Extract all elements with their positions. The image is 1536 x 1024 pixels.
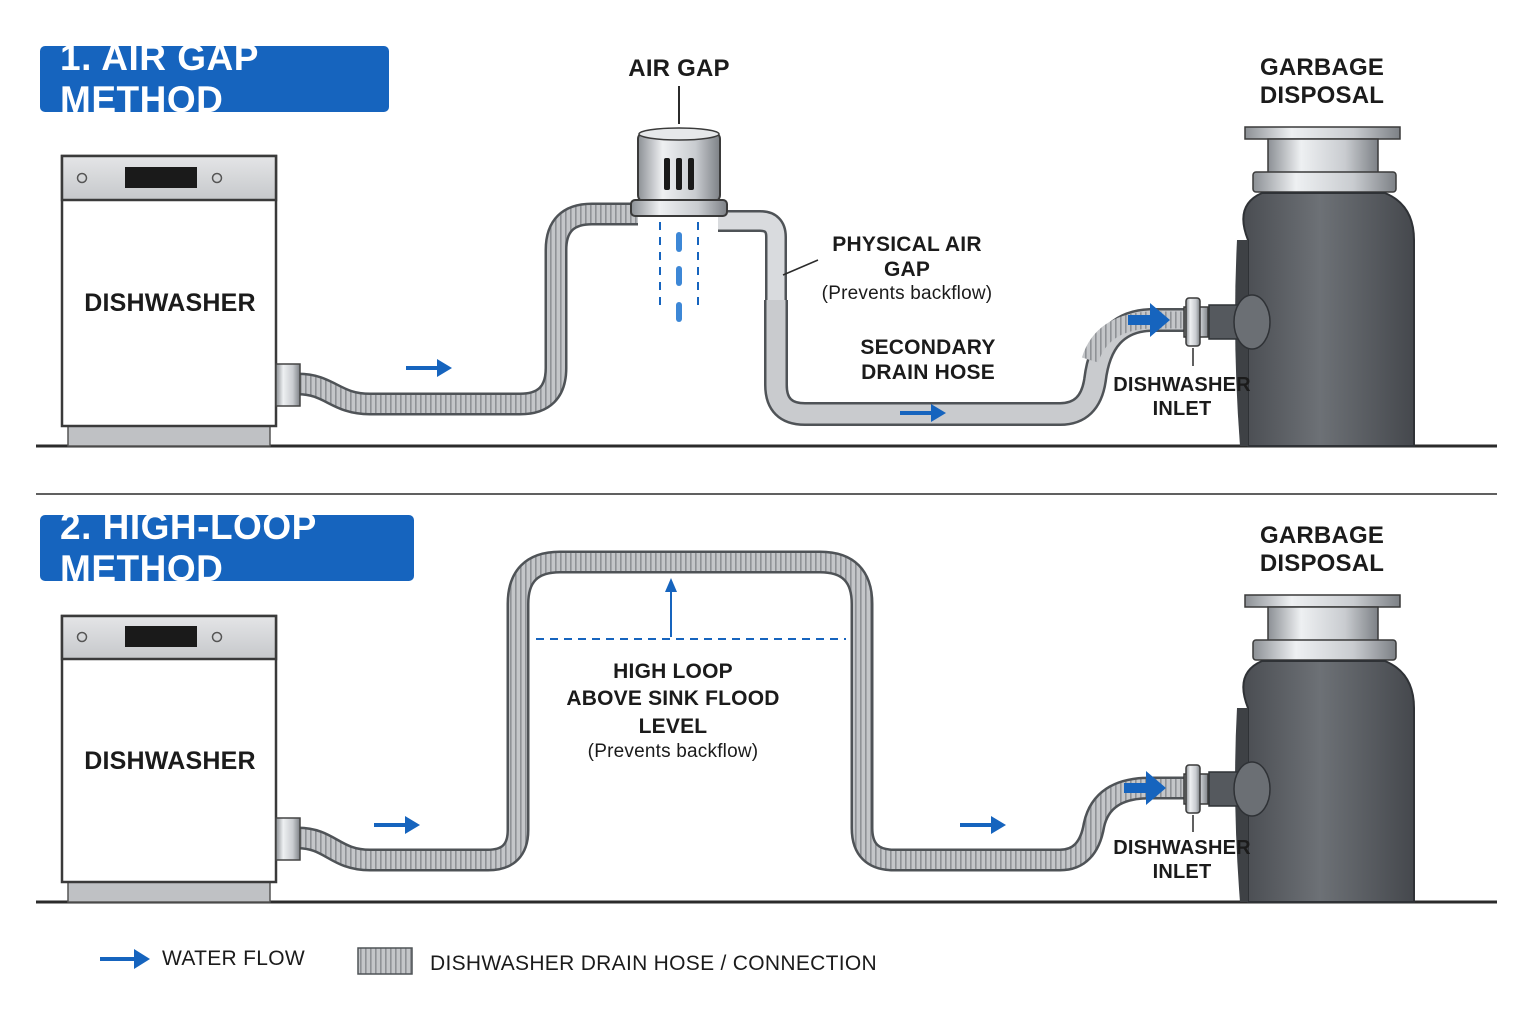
water-flow-arrow — [406, 359, 452, 377]
section-title-high-loop: 2. HIGH-LOOP METHOD — [40, 506, 414, 589]
inlet-label-line: DISHWASHER — [1113, 374, 1251, 396]
dishwasher-inlet-label: DISHWASHER INLET — [1106, 837, 1258, 884]
high-loop-drain-hose — [297, 550, 1185, 872]
secondary-hose-label-line: DRAIN HOSE — [861, 360, 995, 384]
air-gap-device — [630, 86, 819, 322]
dishwasher-label: DISHWASHER — [84, 747, 256, 775]
secondary-drain-hose-label: SECONDARY DRAIN HOSE — [842, 336, 1014, 386]
disposal-label-line: GARBAGE — [1259, 522, 1385, 549]
inlet-label-line: INLET — [1152, 860, 1212, 883]
inlet-label-line: INLET — [1152, 397, 1212, 420]
inlet-label-line: DISHWASHER — [1113, 837, 1251, 859]
section-title-air-gap: 1. AIR GAP METHOD — [40, 37, 389, 120]
high-loop-up-arrow — [665, 578, 677, 637]
drain-hose-1a — [297, 202, 638, 416]
physical-air-gap-title: PHYSICAL AIR GAP — [832, 233, 982, 281]
garbage-disposal-1 — [1183, 126, 1415, 447]
dishwasher-1 — [60, 154, 301, 447]
water-flow-arrow — [1124, 771, 1166, 805]
high-loop-note: (Prevents backflow) — [587, 740, 759, 762]
dishwasher-2 — [60, 614, 301, 903]
air-gap-outlet-hose — [718, 210, 787, 300]
disposal-label-line: DISPOSAL — [1259, 550, 1385, 578]
disposal-label-line: DISPOSAL — [1259, 82, 1385, 110]
dishwasher-outlet-fitting — [275, 363, 301, 407]
high-loop-label: HIGH LOOP ABOVE SINK FLOOD LEVEL (Preven… — [564, 658, 782, 765]
garbage-disposal-2 — [1183, 594, 1415, 903]
dishwasher-outlet-fitting — [275, 817, 301, 861]
water-flow-arrow — [1128, 303, 1170, 337]
garbage-disposal-label: GARBAGE DISPOSAL — [1222, 54, 1422, 111]
high-loop-label-line: ABOVE SINK FLOOD — [566, 687, 780, 711]
legend-water-flow-icon — [100, 949, 150, 969]
dishwasher-button-icon — [211, 631, 223, 643]
hose-clamp-icon — [1185, 764, 1201, 814]
legend-drain-hose-icon — [357, 947, 413, 975]
dishwasher-display — [125, 167, 197, 188]
high-loop-label-line: HIGH LOOP — [613, 660, 733, 683]
water-flow-arrow — [900, 404, 946, 422]
water-flow-arrow — [374, 816, 420, 834]
physical-air-gap-note: (Prevents backflow) — [821, 282, 993, 304]
dishwasher-label: DISHWASHER — [84, 289, 256, 317]
air-gap-label: AIR GAP — [628, 55, 730, 82]
disposal-label-line: GARBAGE — [1259, 54, 1385, 81]
hose-clamp-icon — [1185, 297, 1201, 347]
dishwasher-button-icon — [211, 172, 223, 184]
high-loop-label-line: LEVEL — [638, 714, 708, 738]
legend-water-flow-label: WATER FLOW — [162, 947, 305, 970]
secondary-hose-label-line: SECONDARY — [860, 336, 996, 359]
water-flow-arrow — [960, 816, 1006, 834]
garbage-disposal-label: GARBAGE DISPOSAL — [1222, 522, 1422, 579]
dishwasher-inlet-label: DISHWASHER INLET — [1106, 374, 1258, 421]
dishwasher-display — [125, 626, 197, 647]
physical-air-gap-label: PHYSICAL AIR GAP (Prevents backflow) — [810, 233, 1004, 305]
dishwasher-button-icon — [76, 172, 88, 184]
legend-drain-hose-label: DISHWASHER DRAIN HOSE / CONNECTION — [430, 952, 877, 975]
dishwasher-button-icon — [76, 631, 88, 643]
